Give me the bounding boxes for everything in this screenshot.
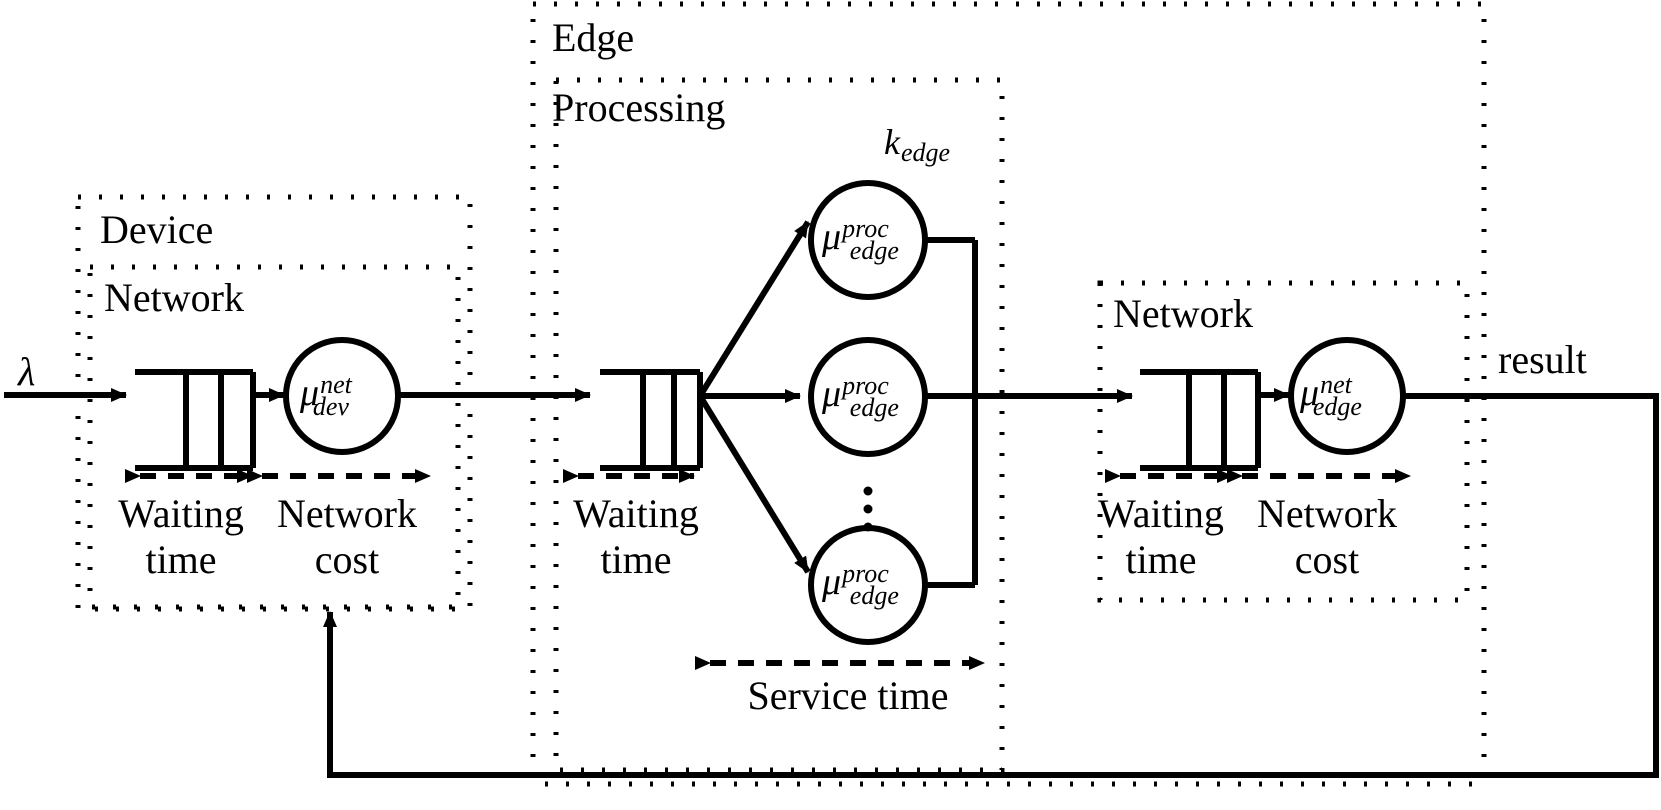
device-network-server-symbol: μnetdev [300, 370, 352, 421]
result-feedback-path [323, 393, 1659, 778]
device-group-label: Device [100, 207, 214, 252]
edge-servers-merge-bus [924, 237, 978, 588]
edge-network-group-box [1097, 280, 1470, 603]
edge-proc-server-symbol-1: μprocedge [822, 214, 899, 265]
device-network-group-label: Network [104, 275, 244, 320]
edge-service-time-label: Service time [747, 673, 949, 718]
result-label: result [1498, 337, 1587, 382]
edge-processing-group-box [553, 77, 1005, 773]
edge-network-waiting-time-label: Waiting time [1098, 491, 1224, 582]
edge-network-cost-label: Network cost [1257, 491, 1397, 582]
edge-group-box [530, 1, 1487, 787]
edge-processing-group-label: Processing [552, 85, 726, 130]
edge-network-server-symbol: μnetedge [1300, 370, 1362, 421]
edge-proc-server-symbol-3: μprocedge [822, 559, 899, 610]
edge-waiting-time-label: Waiting time [573, 491, 699, 582]
edge-server-count-label: kedge [884, 122, 951, 167]
edge-network-group-label: Network [1113, 291, 1253, 336]
device-waiting-time-label: Waiting time [118, 491, 244, 582]
edge-group-label: Edge [552, 15, 635, 60]
device-network-cost-label: Network cost [277, 491, 417, 582]
edge-proc-server-symbol-2: μprocedge [822, 371, 899, 422]
device-network-queue [135, 369, 256, 471]
edge-dispatch-arrow-top [697, 220, 811, 398]
arrival-rate-label: λ [18, 349, 36, 394]
edge-dispatch-arrow-bottom [697, 394, 811, 574]
edge-processing-queue [600, 369, 703, 471]
edge-network-queue [1140, 369, 1261, 471]
edge-servers-ellipsis [863, 486, 873, 532]
